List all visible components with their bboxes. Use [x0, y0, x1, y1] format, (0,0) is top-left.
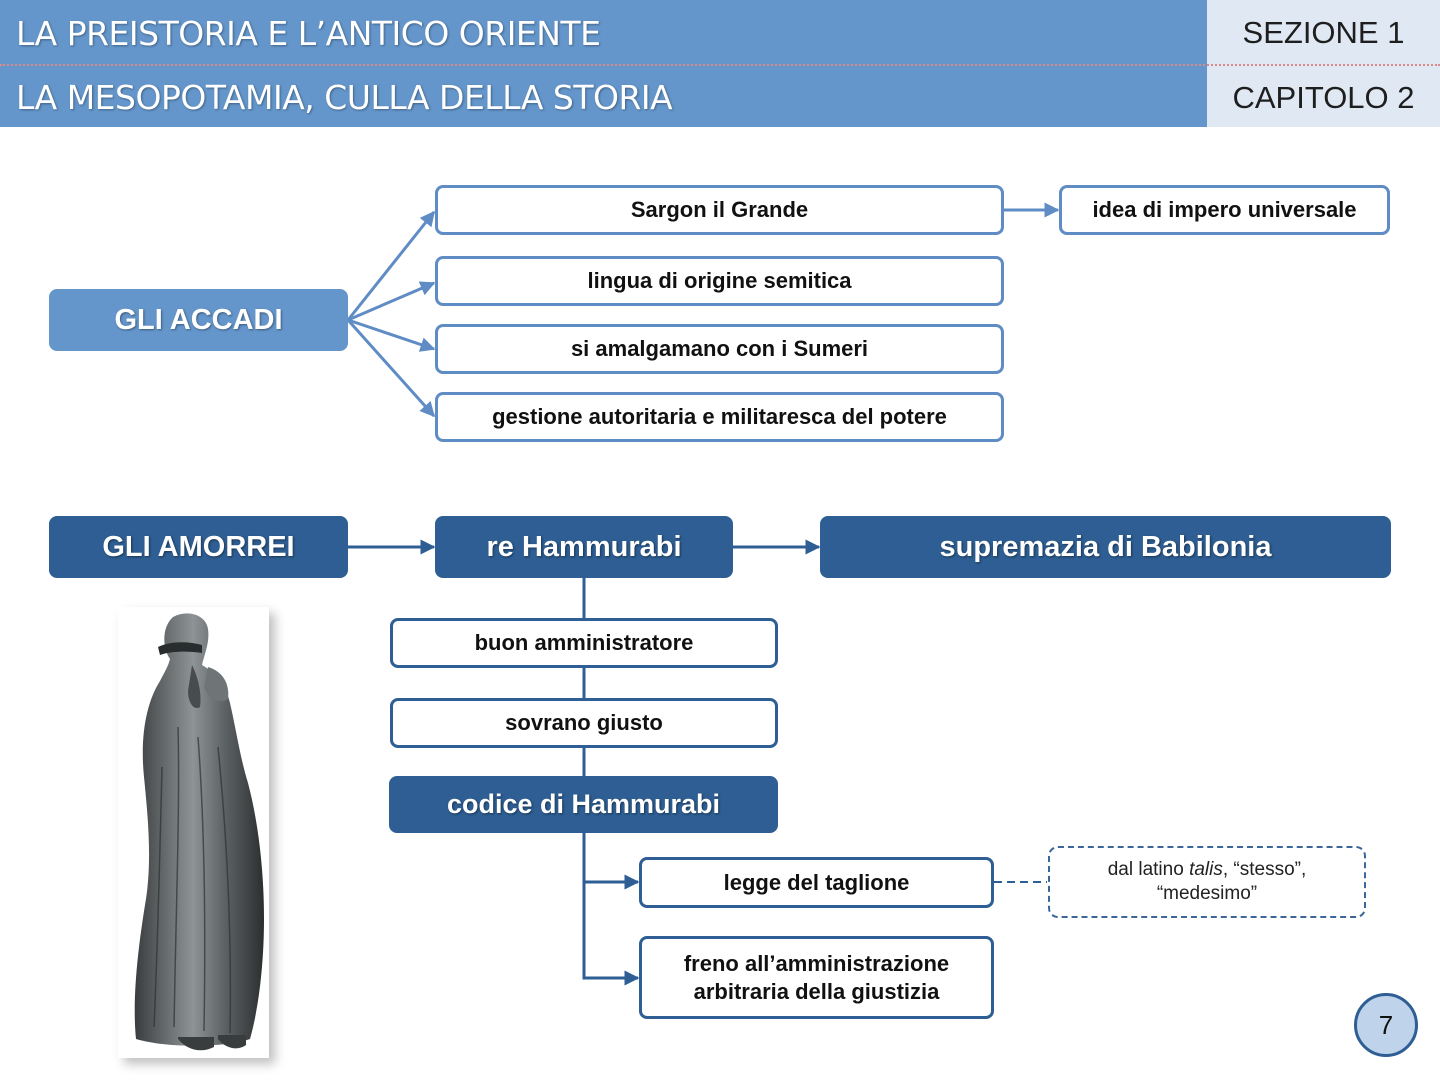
- header-title-bottom: LA MESOPOTAMIA, CULLA DELLA STORIA: [16, 78, 673, 117]
- statue-image: [118, 607, 269, 1058]
- freno-line-1: freno all’amministrazione: [683, 950, 950, 976]
- impero-universale-node: idea di impero universale: [1059, 185, 1390, 235]
- accadi-connectors: [346, 202, 1060, 418]
- amorrei-connectors: [348, 539, 1047, 986]
- lingua-node: lingua di origine semitica: [435, 256, 1004, 306]
- page-number: 7: [1354, 993, 1418, 1057]
- note-text-talis: talis: [1189, 859, 1223, 880]
- babilonia-node: supremazia di Babilonia: [820, 516, 1391, 578]
- gestione-node: gestione autoritaria e militaresca del p…: [435, 392, 1004, 442]
- header-bar: [0, 0, 1207, 127]
- codice-node: codice di Hammurabi: [389, 776, 778, 833]
- sumeri-node: si amalgamano con i Sumeri: [435, 324, 1004, 374]
- taglione-node: legge del taglione: [639, 857, 994, 908]
- sargon-node: Sargon il Grande: [435, 185, 1004, 235]
- header-divider: [0, 64, 1440, 66]
- freno-line-2: arbitraria della giustizia: [693, 978, 940, 1004]
- amministratore-node: buon amministratore: [390, 618, 778, 668]
- section-label: SEZIONE 1: [1242, 15, 1405, 50]
- amorrei-node: GLI AMORREI: [49, 516, 348, 578]
- accadi-node: GLI ACCADI: [49, 289, 348, 351]
- chapter-label: CAPITOLO 2: [1232, 80, 1415, 115]
- note-text-c: , “stesso”,: [1222, 859, 1307, 880]
- freno-node: freno all’amministrazione arbitraria del…: [639, 936, 994, 1019]
- statue-illustration: [134, 613, 264, 1051]
- note-text-d: “medesimo”: [1156, 883, 1258, 904]
- sovrano-giusto-node: sovrano giusto: [390, 698, 778, 748]
- hammurabi-node: re Hammurabi: [435, 516, 733, 578]
- header-title-top: LA PREISTORIA E L’ANTICO ORIENTE: [16, 14, 601, 53]
- header-section-panel: [1207, 0, 1440, 127]
- etymology-note: dal latino talis, “stesso”, “medesimo”: [1048, 846, 1366, 918]
- note-text-a: dal latino: [1107, 859, 1190, 880]
